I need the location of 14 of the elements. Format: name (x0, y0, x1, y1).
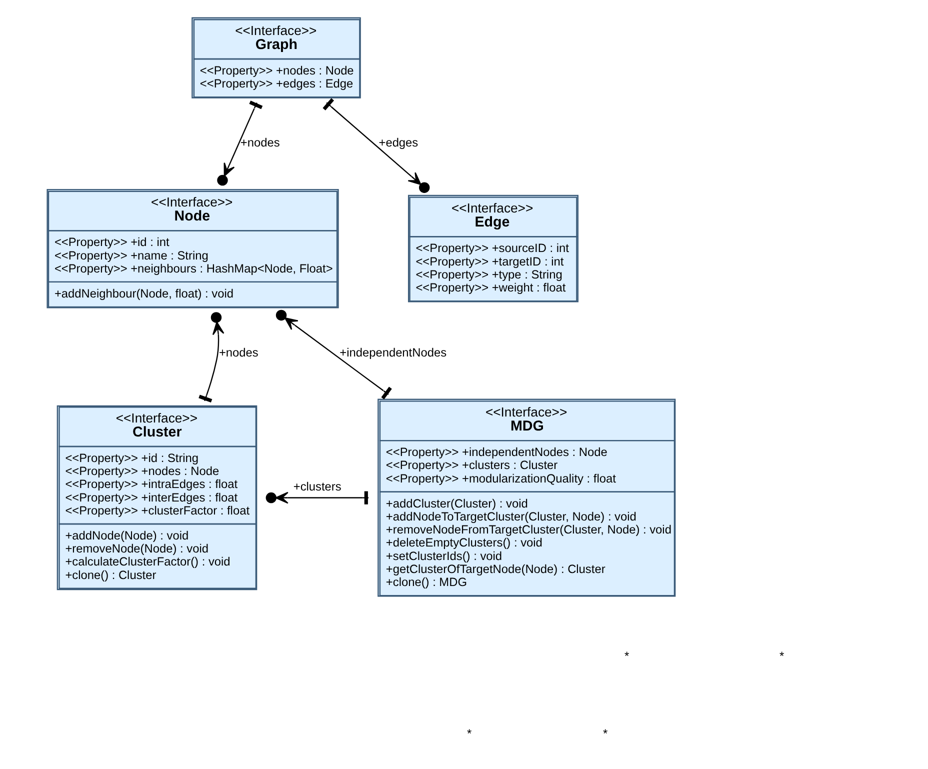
edge-label: +clusters (293, 480, 342, 494)
arrow (322, 98, 430, 193)
label: * (624, 648, 630, 663)
edge-label: +independentNodes (340, 345, 447, 360)
label: * (602, 726, 608, 740)
arrow (217, 100, 263, 186)
arrow (276, 310, 392, 400)
edge-label: +nodes (218, 345, 258, 360)
edge-label: +edges (378, 136, 418, 150)
label: * (467, 726, 472, 740)
label: * (779, 648, 784, 663)
edge-label: +nodes (240, 136, 280, 150)
arrow (198, 312, 224, 403)
arrow (266, 491, 369, 504)
